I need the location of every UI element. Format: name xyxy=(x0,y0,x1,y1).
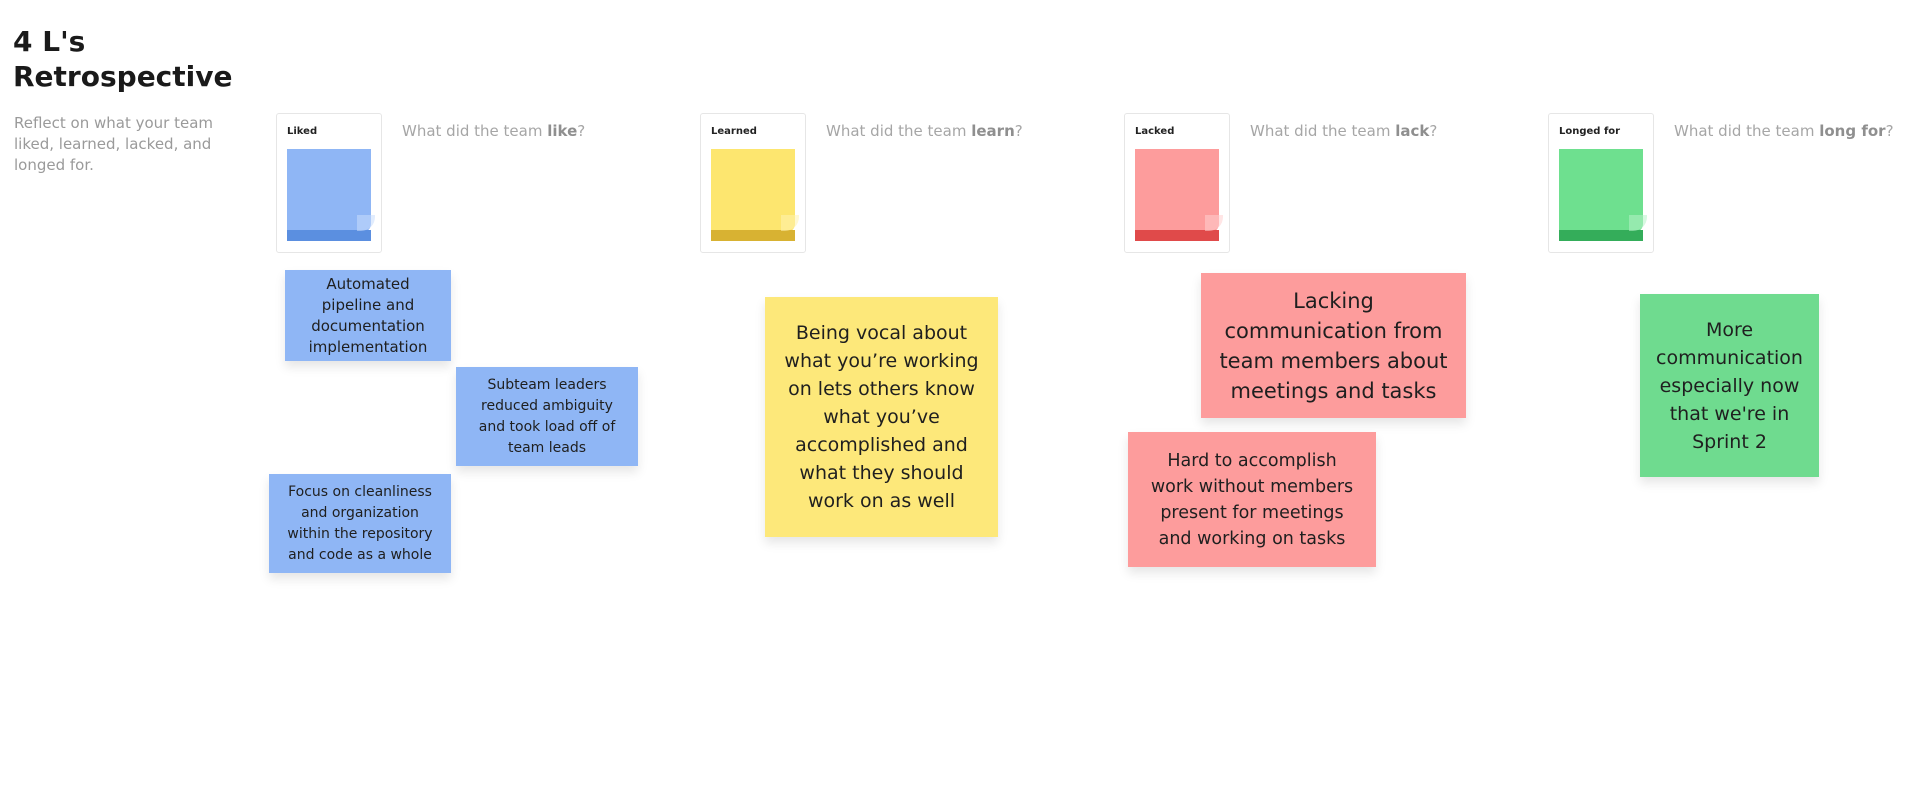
column-label-learned: Learned xyxy=(711,126,757,137)
column-question-lacked: What did the team lack? xyxy=(1250,122,1438,140)
column-card-liked[interactable]: Liked xyxy=(276,113,382,253)
sticky-note-liked[interactable]: Subteam leaders reduced ambiguity and to… xyxy=(456,367,638,466)
sticky-note-liked[interactable]: Focus on cleanliness and organization wi… xyxy=(269,474,451,573)
sticky-pad-icon xyxy=(711,149,799,242)
sticky-note-lacked[interactable]: Hard to accomplish work without members … xyxy=(1128,432,1376,567)
sticky-note-lacked[interactable]: Lacking communication from team members … xyxy=(1201,273,1466,418)
board-title: 4 L's Retrospective xyxy=(13,25,233,93)
column-question-liked: What did the team like? xyxy=(402,122,586,140)
sticky-pad-icon xyxy=(1559,149,1647,242)
sticky-note-liked[interactable]: Automated pipeline and documentation imp… xyxy=(285,270,451,361)
sticky-pad-icon xyxy=(1135,149,1223,242)
sticky-note-learned[interactable]: Being vocal about what you’re working on… xyxy=(765,297,998,537)
column-label-liked: Liked xyxy=(287,126,318,137)
board-subtitle: Reflect on what your team liked, learned… xyxy=(14,114,214,174)
column-label-lacked: Lacked xyxy=(1135,126,1175,137)
column-card-learned[interactable]: Learned xyxy=(700,113,806,253)
sticky-note-longed-for[interactable]: More communication especially now that w… xyxy=(1640,294,1819,477)
column-card-longed-for[interactable]: Longed for xyxy=(1548,113,1654,253)
column-question-longed-for: What did the team long for? xyxy=(1674,122,1894,140)
column-question-learned: What did the team learn? xyxy=(826,122,1023,140)
column-card-lacked[interactable]: Lacked xyxy=(1124,113,1230,253)
sticky-pad-icon xyxy=(287,149,375,242)
column-label-longed-for: Longed for xyxy=(1559,126,1621,137)
